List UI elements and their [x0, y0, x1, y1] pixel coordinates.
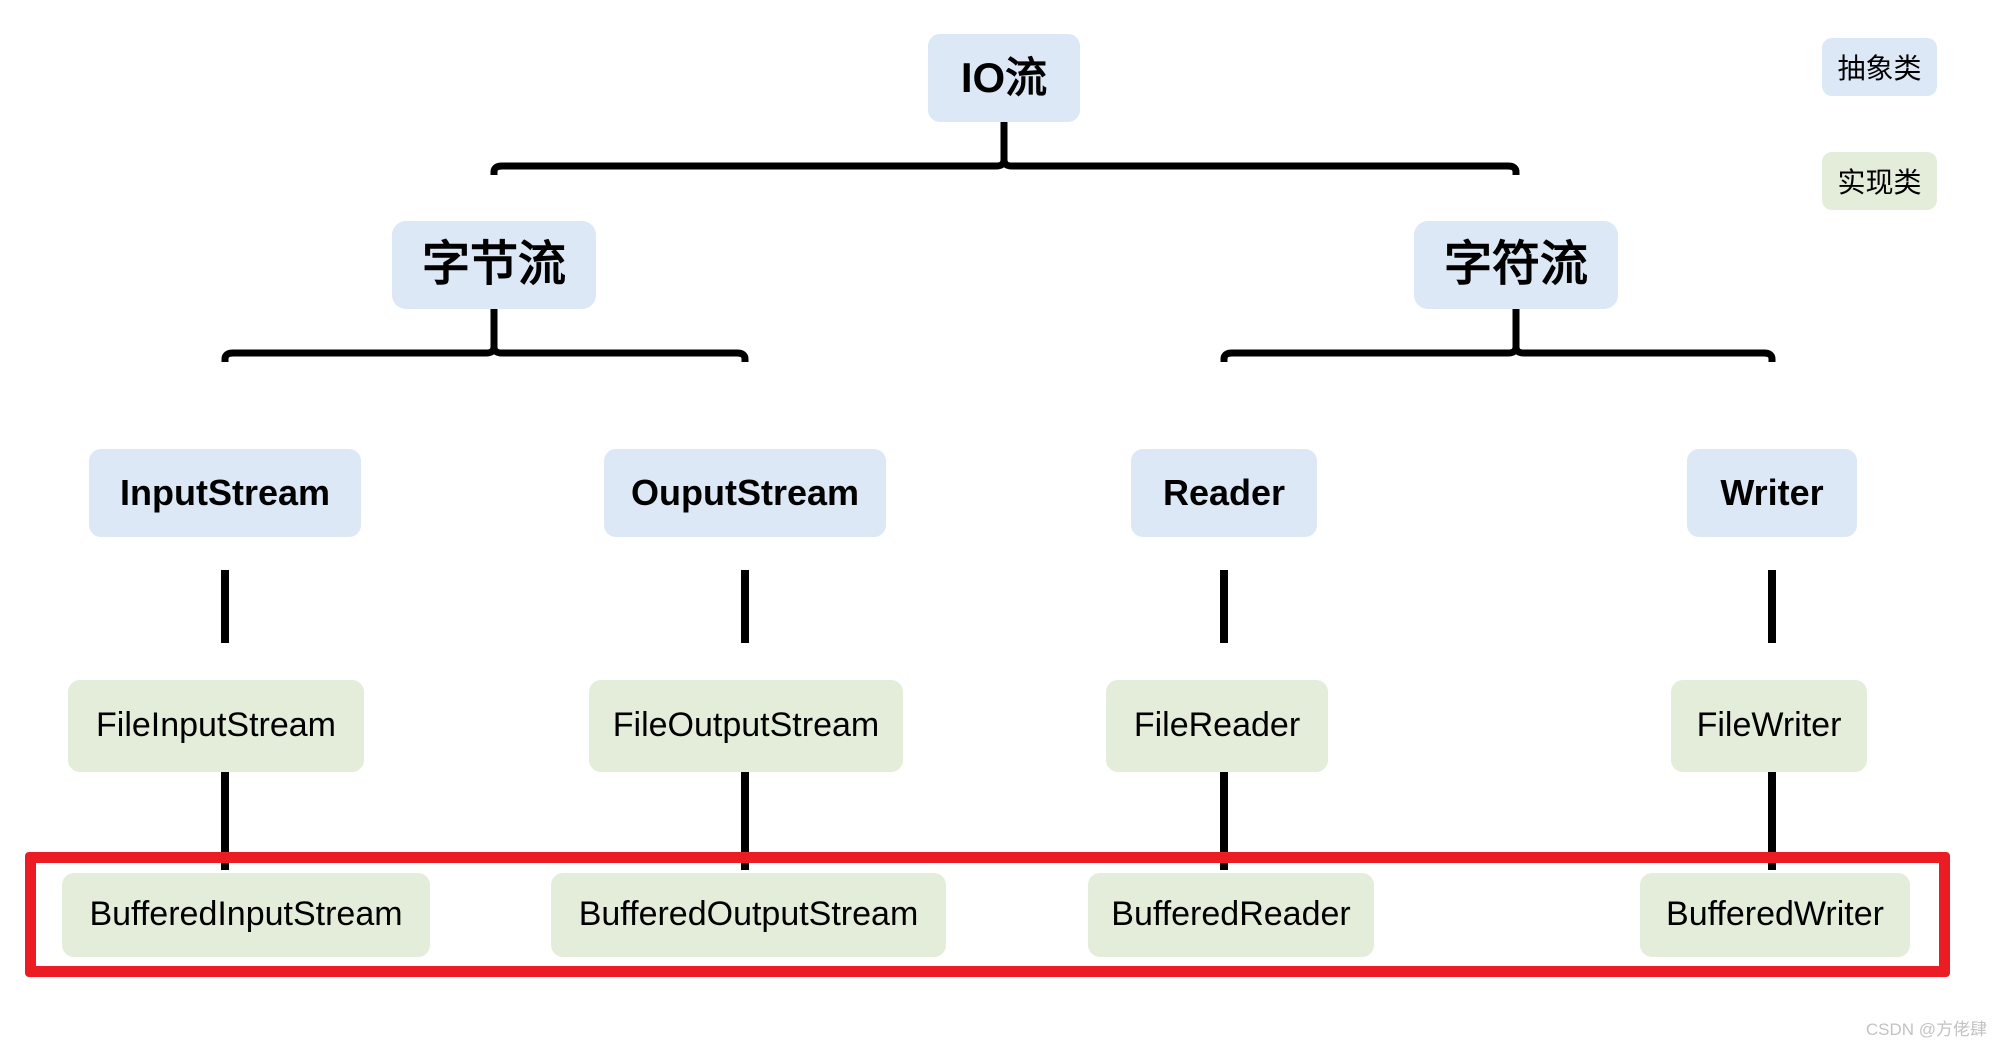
node-filewriter-label: FileWriter	[1696, 706, 1842, 745]
node-io-stream[interactable]: IO流	[928, 34, 1080, 122]
node-char-stream-label: 字符流	[1443, 237, 1588, 291]
node-io-stream-label: IO流	[960, 53, 1048, 101]
node-writer[interactable]: Writer	[1687, 449, 1857, 537]
node-inputstream-label: InputStream	[119, 472, 331, 514]
node-writer-label: Writer	[1720, 472, 1824, 514]
node-bufferedoutputstream[interactable]: BufferedOutputStream	[551, 873, 946, 957]
node-inputstream[interactable]: InputStream	[89, 449, 361, 537]
node-bufferedinputstream[interactable]: BufferedInputStream	[62, 873, 430, 957]
edge-char-bracket	[1220, 343, 1776, 363]
node-byte-stream[interactable]: 字节流	[392, 221, 596, 309]
legend-item-abstract-class-label: 抽象类	[1837, 53, 1922, 84]
node-byte-stream-label: 字节流	[421, 237, 566, 291]
legend-item-impl-class: 实现类	[1822, 152, 1937, 210]
node-ouputstream[interactable]: OuputStream	[604, 449, 886, 537]
edge-root-bracket	[490, 156, 1520, 176]
legend-item-abstract-class: 抽象类	[1822, 38, 1937, 96]
node-bufferedinputstream-label: BufferedInputStream	[89, 895, 403, 934]
watermark: CSDN @方佬肆	[1865, 1020, 1987, 1039]
node-bufferedwriter-label: BufferedWriter	[1666, 895, 1884, 934]
node-fileoutputstream[interactable]: FileOutputStream	[589, 680, 903, 772]
node-reader[interactable]: Reader	[1131, 449, 1317, 537]
node-reader-label: Reader	[1162, 472, 1286, 514]
node-ouputstream-label: OuputStream	[630, 472, 860, 514]
highlight-frame	[25, 852, 1950, 977]
node-bufferedreader-label: BufferedReader	[1111, 895, 1351, 934]
node-bufferedwriter[interactable]: BufferedWriter	[1640, 873, 1910, 957]
node-filereader-label: FileReader	[1133, 706, 1301, 745]
node-fileinputstream-label: FileInputStream	[96, 706, 336, 745]
node-fileoutputstream-label: FileOutputStream	[612, 706, 880, 745]
node-fileinputstream[interactable]: FileInputStream	[68, 680, 364, 772]
node-bufferedreader[interactable]: BufferedReader	[1088, 873, 1374, 957]
node-filewriter[interactable]: FileWriter	[1671, 680, 1867, 772]
edge-byte-bracket	[221, 343, 749, 363]
node-bufferedoutputstream-label: BufferedOutputStream	[578, 895, 919, 934]
node-filereader[interactable]: FileReader	[1106, 680, 1328, 772]
legend-item-impl-class-label: 实现类	[1837, 167, 1922, 198]
node-char-stream[interactable]: 字符流	[1414, 221, 1618, 309]
